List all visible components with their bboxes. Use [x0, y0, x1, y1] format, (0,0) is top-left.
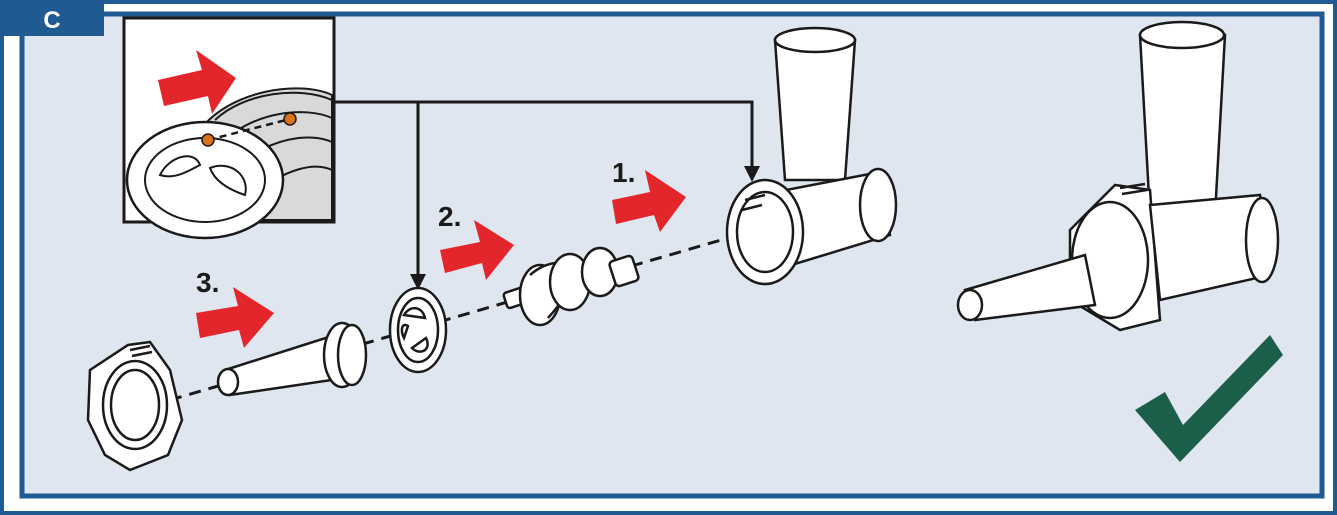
ring-nut-part [86, 340, 184, 472]
alignment-marker-icon [201, 133, 215, 147]
checkmark-icon [1135, 335, 1283, 462]
nozzle-part [216, 321, 368, 397]
panel-letter-tab: C [2, 2, 104, 36]
panel-letter: C [43, 7, 60, 34]
assembly-arrow-icon [158, 50, 236, 114]
step-label-1: 1. [612, 157, 635, 188]
assembled-grinder [956, 20, 1280, 332]
leader-lines [334, 100, 760, 290]
step-label-3: 3. [196, 267, 219, 298]
auger-part [502, 246, 640, 327]
alignment-marker-icon [283, 112, 297, 126]
assembly-arrow-icon [440, 220, 514, 280]
step-label-2: 2. [438, 201, 461, 232]
assembly-arrow-icon [612, 170, 686, 232]
inset-detail [122, 16, 336, 240]
assembly-arrow-icon [196, 287, 274, 348]
housing-part [725, 26, 898, 286]
plate-part [388, 286, 448, 374]
